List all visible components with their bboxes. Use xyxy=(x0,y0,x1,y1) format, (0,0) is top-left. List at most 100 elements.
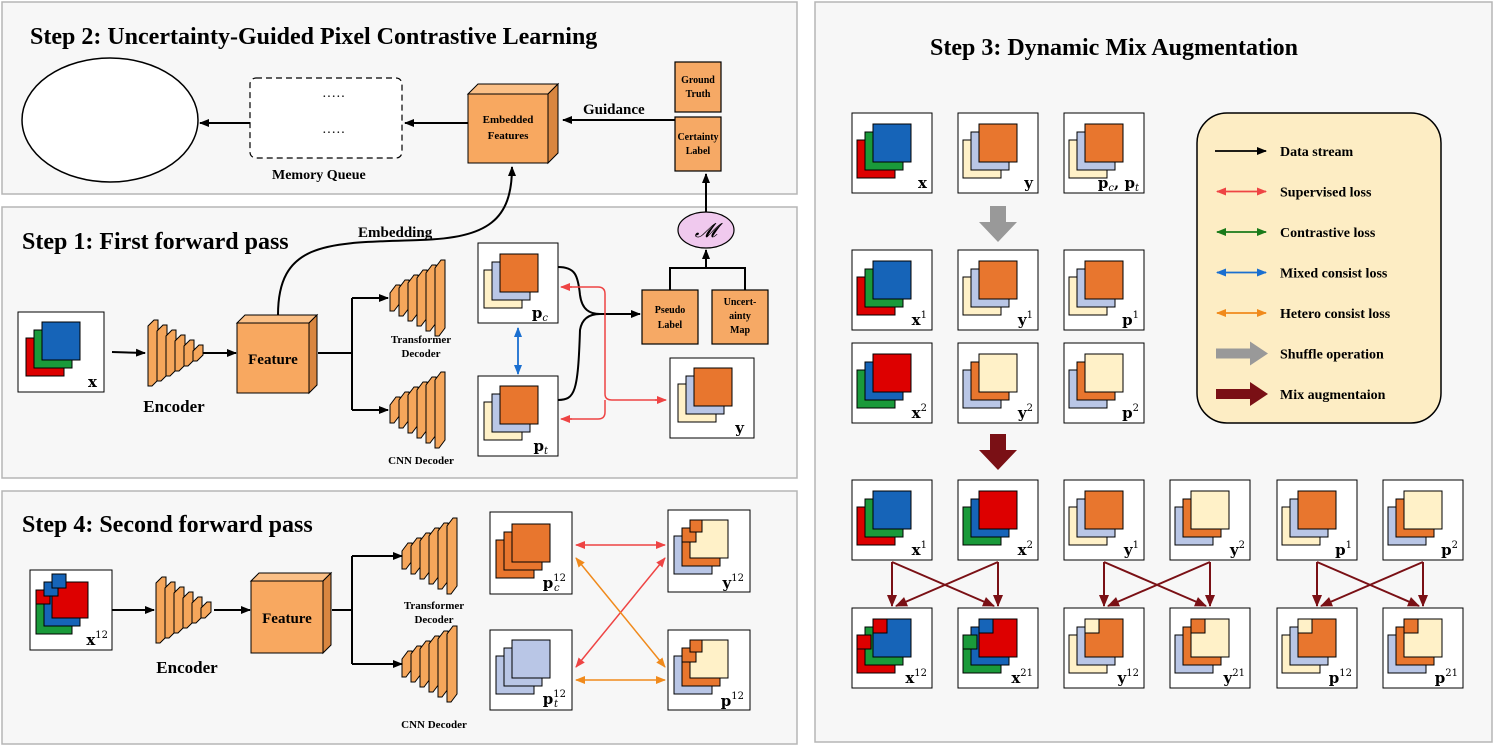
step4-cnn-label: CNN Decoder xyxy=(401,719,467,731)
mix-arrow-line xyxy=(1107,561,1211,607)
svg-text:ainty: ainty xyxy=(729,311,751,322)
step1-title: Step 1: First forward pass xyxy=(22,229,289,255)
step3-r0-0: x xyxy=(851,112,933,194)
uncertainty-map-box: Uncert- ainty Map xyxy=(711,289,769,345)
step3-r3-3: y2 xyxy=(1169,479,1251,561)
step1-feature-cube: Feature xyxy=(235,313,319,395)
svg-text:y2: y2 xyxy=(1229,540,1245,559)
svg-text:x: x xyxy=(88,373,98,391)
step4-transformer-decoder xyxy=(401,517,458,595)
svg-text:x1: x1 xyxy=(912,310,927,329)
pseudo-label-box: Pseudo Label xyxy=(641,289,699,345)
embedding-label: Embedding xyxy=(358,225,433,241)
mix-arrow-line xyxy=(1316,561,1420,607)
svg-text:p1: p1 xyxy=(1335,540,1352,559)
svg-text:Label: Label xyxy=(658,320,683,331)
step3-r4-4: p12 xyxy=(1276,607,1358,689)
hetero-consist-cross xyxy=(575,557,666,668)
supervised-loss-arrows xyxy=(562,286,665,420)
svg-text:y1: y1 xyxy=(1123,540,1139,559)
arrow4-feature-split xyxy=(332,556,353,664)
svg-text:p21: p21 xyxy=(1435,668,1458,687)
mix-arrow-line xyxy=(895,561,999,607)
legend-item: Mix augmentaion xyxy=(1216,382,1386,406)
arrow-feature-split xyxy=(318,298,353,410)
svg-text:p1: p1 xyxy=(1122,310,1139,329)
step3-r3-1: x2 xyxy=(957,479,1039,561)
operator-m-label: 𝓜 xyxy=(695,220,724,242)
legend-item: Shuffle operation xyxy=(1216,341,1384,366)
step1-pred-pc: pc xyxy=(477,242,559,324)
step1-encoder-label: Encoder xyxy=(143,397,205,416)
certainty-label-box: Certainty Label xyxy=(674,116,722,172)
svg-text:y: y xyxy=(1023,174,1034,192)
arrow-embedding xyxy=(277,166,516,316)
mix-arrow-line xyxy=(891,561,995,607)
step4-cnn-decoder xyxy=(401,625,458,703)
svg-text:x12: x12 xyxy=(86,630,108,649)
step1-cnn-label: CNN Decoder xyxy=(388,455,454,467)
step4-label-y12: y12 xyxy=(667,509,751,593)
svg-text:Features: Features xyxy=(488,130,529,142)
svg-text:y1: y1 xyxy=(1017,310,1033,329)
svg-text:x: x xyxy=(918,174,928,192)
shuffle-arrow xyxy=(979,206,1017,242)
memory-queue-label: Memory Queue xyxy=(272,168,366,183)
legend-item: Contrastive loss xyxy=(1216,226,1376,241)
legend-item: Supervised loss xyxy=(1216,186,1372,201)
contrastive-space xyxy=(21,57,199,183)
step3-r4-0: x12 xyxy=(851,607,933,689)
svg-text:x1: x1 xyxy=(912,540,927,559)
step3-r1-1: y1 xyxy=(957,249,1039,331)
svg-text:Feature: Feature xyxy=(248,352,298,368)
svg-text:Uncert-: Uncert- xyxy=(724,297,757,308)
svg-text:p12: p12 xyxy=(1329,668,1352,687)
svg-text:Label: Label xyxy=(686,146,711,157)
operator-m xyxy=(677,211,735,249)
mix-arrow xyxy=(979,434,1017,470)
legend-label: Mixed consist loss xyxy=(1280,267,1388,282)
step3-r1-0: x1 xyxy=(851,249,933,331)
legend-label: Contrastive loss xyxy=(1280,226,1376,241)
step3-r3-4: p1 xyxy=(1276,479,1358,561)
step1-cnn-decoder xyxy=(389,371,446,449)
step4-transformer-label-2: Decoder xyxy=(414,614,453,626)
svg-text:Feature: Feature xyxy=(262,611,312,627)
svg-text:Truth: Truth xyxy=(686,89,711,100)
svg-text:pc, pt: pc, pt xyxy=(1098,174,1140,194)
step4-encoder xyxy=(155,576,212,644)
step4-input-x12: x12 xyxy=(29,569,113,651)
svg-text:Embedded: Embedded xyxy=(483,114,534,126)
svg-text:y12: y12 xyxy=(722,573,744,592)
step3-r1-2: p1 xyxy=(1063,249,1145,331)
step2-title: Step 2: Uncertainty-Guided Pixel Contras… xyxy=(30,24,597,50)
legend-label: Mix augmentaion xyxy=(1280,388,1386,403)
svg-text:y2: y2 xyxy=(1017,403,1033,422)
legend-item: Data stream xyxy=(1215,145,1354,160)
legend-label: Shuffle operation xyxy=(1280,348,1384,363)
step3-title: Step 3: Dynamic Mix Augmentation xyxy=(930,35,1298,61)
svg-text:p2: p2 xyxy=(1441,540,1458,559)
legend-item: Mixed consist loss xyxy=(1216,267,1388,282)
svg-text:Certainty: Certainty xyxy=(677,132,718,143)
svg-text:x12: x12 xyxy=(905,668,927,687)
mix-arrow-line xyxy=(1320,561,1424,607)
arrow-x-to-encoder xyxy=(111,348,146,357)
step4-feature-cube: Feature xyxy=(249,571,333,655)
arrow-preds-to-labels xyxy=(557,266,636,401)
step3-r4-5: p21 xyxy=(1382,607,1464,689)
legend-label: Supervised loss xyxy=(1280,186,1372,201)
step3-r3-2: y1 xyxy=(1063,479,1145,561)
ground-truth-box: Ground Truth xyxy=(674,61,722,113)
step1-transformer-label-2: Decoder xyxy=(401,348,440,360)
memory-queue-box xyxy=(249,77,403,159)
step4-pred-p12: p12 xyxy=(667,629,751,711)
step1-input-x: x xyxy=(17,311,105,393)
step3-r0-2: pc, pt xyxy=(1063,112,1145,194)
svg-text:y: y xyxy=(734,419,745,437)
step3-r4-2: y12 xyxy=(1063,607,1145,689)
